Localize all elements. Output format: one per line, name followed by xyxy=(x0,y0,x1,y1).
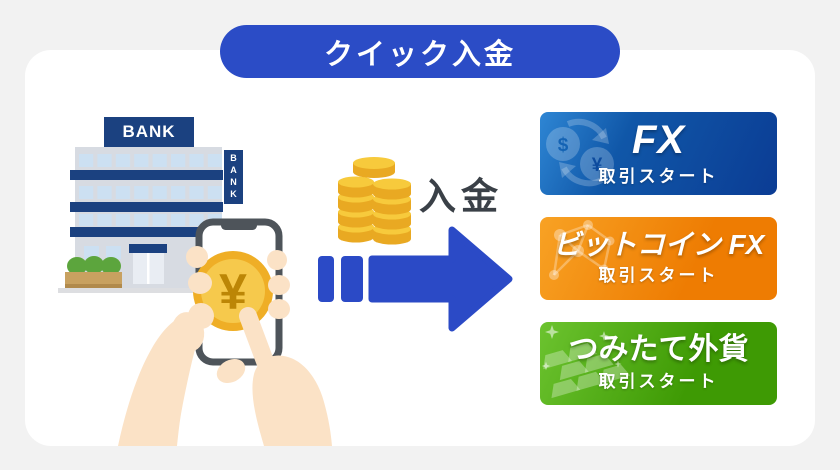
bank-side-sign xyxy=(224,150,243,204)
page-title: クイック入金 xyxy=(220,25,620,78)
coin-stack-icon xyxy=(338,157,411,245)
bitcoin-fx-start-button[interactable]: ビットコイン FX 取引スタート xyxy=(540,217,777,300)
left-hand xyxy=(118,246,214,446)
bank-roof-sign xyxy=(104,117,194,147)
bank-building xyxy=(58,117,243,293)
fx-button-subtitle: 取引スタート xyxy=(598,167,719,187)
fx-button-title: FX xyxy=(631,117,686,162)
right-hand xyxy=(216,250,332,446)
tsumitate-gaika-button-subtitle: 取引スタート xyxy=(598,372,719,392)
dollar-symbol: $ xyxy=(558,135,569,156)
tsumitate-gaika-button-title: つみたて外貨 xyxy=(568,332,749,366)
phone-notch xyxy=(221,221,257,230)
page-title-text: クイック入金 xyxy=(323,38,516,71)
bitcoin-fx-button-subtitle: 取引スタート xyxy=(598,266,719,286)
bitcoin-fx-button-title: ビットコイン FX xyxy=(552,228,765,260)
fx-start-button[interactable]: $ ¥ FX 取引スタート xyxy=(540,112,777,195)
deposit-arrow xyxy=(318,226,513,332)
planter xyxy=(65,256,122,288)
tsumitate-gaika-start-button[interactable]: つみたて外貨 取引スタート xyxy=(540,322,777,405)
